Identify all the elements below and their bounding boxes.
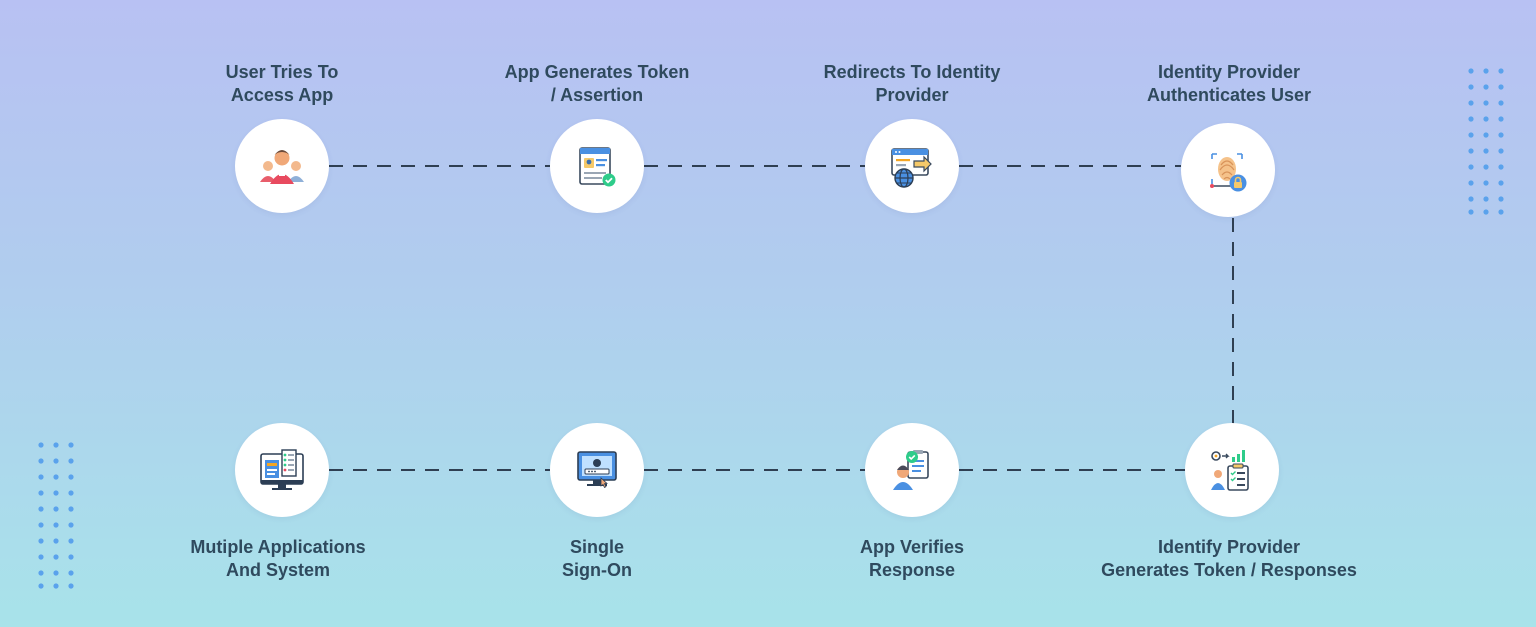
step-2-label-line2: / Assertion [550, 85, 644, 105]
step-8-node [235, 423, 329, 517]
step-5-label-line1: Identify Provider [1157, 537, 1301, 557]
step-2-node [550, 119, 644, 213]
step-8-label-line1: Mutiple Applications [190, 537, 366, 557]
step-6-label: App Verifies Response [762, 536, 1062, 582]
sso-monitor-icon [577, 451, 617, 489]
step-3-label-line2: Provider [875, 85, 949, 105]
step-8-label-line2: And System [225, 560, 331, 580]
fingerprint-lock-icon [1210, 153, 1247, 192]
step-1-node [235, 119, 329, 213]
step-3-label-line1: Redirects To Identity [823, 62, 1001, 82]
step-5-label: Identify Provider Generates Token / Resp… [1079, 536, 1379, 582]
step-7-label-line2: Sign-On [562, 560, 632, 580]
verify-user-icon [893, 450, 929, 490]
step-3-node [865, 119, 959, 213]
step-4-node [1181, 123, 1275, 217]
step-7-label: Single Sign-On [447, 536, 747, 582]
step-5-node [1185, 423, 1279, 517]
users-group-icon [260, 150, 304, 184]
step-1-label-line2: Access App [230, 85, 334, 105]
step-3-label: Redirects To Identity Provider [762, 61, 1062, 107]
step-4-label: Identity Provider Authenticates User [1079, 61, 1379, 107]
step-6-node [865, 423, 959, 517]
dot-pattern-bottom-left [36, 440, 80, 592]
step-1-label-line1: User Tries To [225, 62, 339, 82]
multi-apps-monitor-icon [260, 449, 304, 490]
step-7-node [550, 423, 644, 517]
step-4-label-line1: Identity Provider [1157, 62, 1301, 82]
step-6-label-line2: Response [868, 560, 956, 580]
token-document-icon [579, 147, 616, 187]
redirect-globe-icon [891, 148, 932, 188]
step-8-label: Mutiple Applications And System [128, 536, 428, 582]
step-6-label-line1: App Verifies [859, 537, 965, 557]
step-7-label-line1: Single [569, 537, 624, 557]
step-1-label: User Tries To Access App [132, 61, 432, 107]
step-2-label-line1: App Generates Token [504, 62, 690, 82]
step-4-label-line2: Authenticates User [1146, 85, 1312, 105]
dot-pattern-top-right [1466, 66, 1510, 218]
report-clipboard-icon [1211, 450, 1249, 491]
step-5-label-line2: Generates Token / Responses [1101, 560, 1357, 580]
step-2-label: App Generates Token / Assertion [447, 61, 747, 107]
